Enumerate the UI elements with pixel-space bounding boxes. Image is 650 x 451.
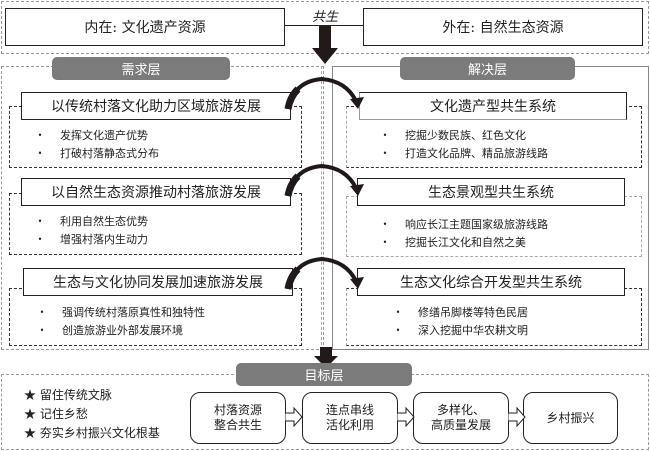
flow-step-4-line1: 乡村振兴 [546,410,595,425]
demand-row-3-title: 生态与文化协同发展加速旅游发展 [23,268,293,296]
bullet-item: • 打造文化品牌、精品旅游线路 [365,145,635,163]
flow-step-3-line1: 多样化、 [436,403,485,417]
solution-row-1-bullets: • 挖掘少数民族、红色文化 • 打造文化品牌、精品旅游线路 [365,127,635,163]
bullet-icon: • [395,308,401,317]
bullet-icon: • [37,149,43,158]
bullet-text: 打破村落静态式分布 [60,147,159,160]
bullet-text: 响应长江主题国家级旅游线路 [405,218,548,231]
bullet-text: 利用自然生态优势 [60,215,148,228]
bullet-item: • 修缮吊脚楼等特色民居 [378,304,638,322]
demand-row-2-bullets: • 利用自然生态优势 • 增强村落内生动力 [20,213,290,249]
goal-item: ★ 记住乡愁 [24,405,194,424]
solution-row-2-title: 生态景观型共生系统 [357,178,625,206]
bullet-item: • 挖掘少数民族、红色文化 [365,127,635,145]
flow-step-1: 村落资源整合共生 [190,392,286,444]
bullet-icon: • [37,217,43,226]
bullet-text: 发挥文化遗产优势 [60,129,148,142]
bullet-icon: • [39,326,45,335]
solution-row-3-title: 生态文化综合开发型共生系统 [357,268,625,296]
inner-resource-label: 内在: 文化遗产资源 [84,20,206,36]
bullet-text: 挖掘少数民族、红色文化 [405,129,526,142]
bullet-item: • 打破村落静态式分布 [20,145,290,163]
solution-row-3-bullets: • 修缮吊脚楼等特色民居 • 深入挖掘中华农耕文明 [378,304,638,340]
center-divider [321,66,322,350]
bullet-icon: • [382,220,388,229]
goal-text: 夯实乡村振兴文化根基 [39,426,160,440]
demand-row-1-bullets: • 发挥文化遗产优势 • 打破村落静态式分布 [20,127,290,163]
solution-layer-label: 解决层 [467,63,507,78]
star-icon: ★ [24,388,37,402]
flow-step-2-line2: 活化利用 [325,418,374,432]
curved-arrow-icon [284,163,364,197]
down-arrow-icon [312,26,338,64]
flow-step-3-line2: 高质量发展 [430,418,491,432]
inner-resource-box: 内在: 文化遗产资源 [5,8,285,46]
star-icon: ★ [24,407,37,421]
flow-step-1-line2: 整合共生 [213,418,262,432]
flow-step-4: 乡村振兴 [523,392,618,444]
bullet-icon: • [39,308,45,317]
solution-row-1-title-text: 文化遗产型共生系统 [430,99,556,115]
goal-layer-pill: 目标层 [236,363,412,386]
symbiosis-label: 共生 [311,10,338,25]
solution-row-3-title-text: 生态文化综合开发型共生系统 [400,275,582,291]
bullet-icon: • [37,235,43,244]
bullet-item: • 发挥文化遗产优势 [20,127,290,145]
curved-arrow-icon [284,76,364,110]
demand-row-2-title: 以自然生态资源推动村落旅游发展 [21,178,291,206]
demand-row-2-title-text: 以自然生态资源推动村落旅游发展 [51,185,261,201]
goal-layer-label: 目标层 [304,369,344,384]
goal-item: ★ 夯实乡村振兴文化根基 [24,424,194,443]
bullet-icon: • [395,326,401,335]
flow-arrow-icon [285,407,303,427]
flow-step-2: 连点串线活化利用 [302,392,398,444]
demand-row-3-bullets: • 强调传统村落原真性和独特性 • 创造旅游业外部发展环境 [22,304,292,340]
bullet-item: • 深入挖掘中华农耕文明 [378,322,638,340]
demand-layer-pill: 需求层 [52,57,230,80]
bullet-text: 深入挖掘中华农耕文明 [418,324,528,337]
solution-row-2-title-text: 生态景观型共生系统 [428,185,554,201]
flow-arrow-icon [508,407,526,427]
flow-step-2-line1: 连点串线 [325,403,374,417]
down-arrow-icon [314,347,338,368]
bullet-item: • 挖掘长江文化和自然之美 [365,234,635,252]
goal-item: ★ 留住传统文脉 [24,386,194,405]
flow-step-3: 多样化、高质量发展 [413,392,509,444]
bullet-item: • 响应长江主题国家级旅游线路 [365,216,635,234]
goal-text: 留住传统文脉 [39,388,112,402]
bullet-item: • 利用自然生态优势 [20,213,290,231]
bullet-text: 修缮吊脚楼等特色民居 [418,306,528,319]
goal-text: 记住乡愁 [39,407,88,421]
curved-arrow-icon [284,256,364,290]
bullet-icon: • [382,238,388,247]
demand-layer-label: 需求层 [121,63,161,78]
bullet-text: 强调传统村落原真性和独特性 [62,306,205,319]
flow-step-1-line1: 村落资源 [213,403,262,417]
solution-row-1-title: 文化遗产型共生系统 [359,92,627,120]
bullet-item: • 创造旅游业外部发展环境 [22,322,292,340]
bullet-text: 增强村落内生动力 [60,233,148,246]
bullet-icon: • [382,149,388,158]
outer-resource-box: 外在: 自然生态资源 [363,8,643,46]
bullet-text: 打造文化品牌、精品旅游线路 [405,147,548,160]
outer-resource-label: 外在: 自然生态资源 [442,20,564,36]
goal-list: ★ 留住传统文脉 ★ 记住乡愁 ★ 夯实乡村振兴文化根基 [24,386,194,443]
demand-row-1-title-text: 以传统村落文化助力区域旅游发展 [51,99,261,115]
demand-row-1-title: 以传统村落文化助力区域旅游发展 [21,92,291,120]
bullet-icon: • [382,131,388,140]
bullet-text: 创造旅游业外部发展环境 [62,324,183,337]
flow-arrow-icon [397,407,415,427]
symbiosis-link-line [285,25,363,26]
solution-layer-pill: 解决层 [400,57,575,80]
bullet-item: • 增强村落内生动力 [20,231,290,249]
solution-row-2-bullets: • 响应长江主题国家级旅游线路 • 挖掘长江文化和自然之美 [365,216,635,252]
bullet-item: • 强调传统村落原真性和独特性 [22,304,292,322]
demand-row-3-title-text: 生态与文化协同发展加速旅游发展 [53,275,263,291]
star-icon: ★ [24,426,37,440]
bullet-icon: • [37,131,43,140]
bullet-text: 挖掘长江文化和自然之美 [405,236,526,249]
